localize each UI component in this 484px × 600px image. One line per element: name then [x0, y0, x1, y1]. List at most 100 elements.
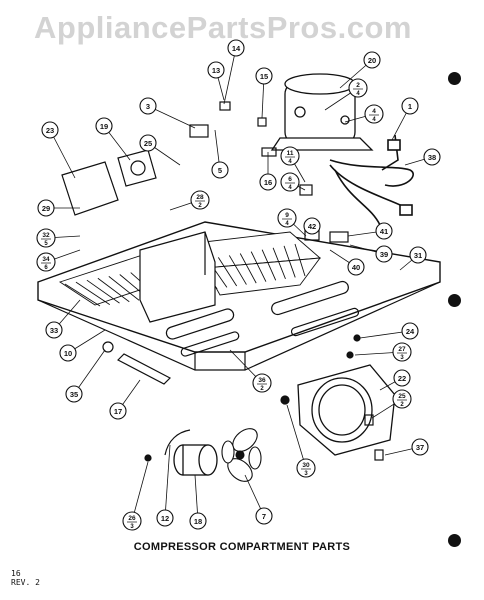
- baffle: [139, 231, 216, 323]
- callout-quantity: 2: [400, 402, 404, 408]
- callout-quantity: 4: [288, 185, 292, 191]
- callout-number: 13: [212, 66, 220, 75]
- fan-blade: [221, 428, 262, 482]
- callout-number: 41: [380, 227, 388, 236]
- leader-line: [164, 444, 171, 519]
- callout-circle: [156, 509, 174, 527]
- punch-hole: [448, 294, 461, 307]
- callout-quantity: 6: [44, 265, 48, 271]
- callout-24: 24: [401, 322, 419, 340]
- callout-34: 346: [36, 252, 56, 272]
- callout-15: 15: [255, 67, 273, 85]
- callout-29: 29: [37, 199, 55, 217]
- callout-circle: [36, 228, 56, 248]
- callout-circle: [59, 344, 77, 362]
- callout-circle: [139, 134, 157, 152]
- callout-11: 114: [280, 146, 300, 166]
- callout-number: 12: [161, 514, 169, 523]
- leader-line: [49, 129, 76, 179]
- callout-40: 40: [347, 258, 365, 276]
- callout-6: 64: [280, 172, 300, 192]
- callout-circle: [139, 97, 157, 115]
- callout-circle: [189, 512, 207, 530]
- leader-line: [73, 349, 106, 395]
- punch-hole: [448, 534, 461, 547]
- callout-circle: [303, 217, 321, 235]
- callout-number: 28: [196, 194, 204, 201]
- callout-number: 29: [42, 204, 50, 213]
- callout-number: 38: [428, 153, 436, 162]
- callout-39: 39: [375, 245, 393, 263]
- callout-circle: [363, 51, 381, 69]
- callout-number: 40: [352, 263, 360, 272]
- callout-32: 325: [36, 228, 56, 248]
- callout-circle: [348, 78, 368, 98]
- callout-number: 4: [372, 108, 376, 115]
- relay-bracket: [61, 149, 157, 216]
- callout-circle: [36, 252, 56, 272]
- callout-circle: [95, 117, 113, 135]
- callout-number: 16: [264, 178, 272, 187]
- callout-number: 35: [70, 390, 78, 399]
- callout-number: 3: [146, 102, 150, 111]
- callout-23: 23: [41, 121, 59, 139]
- callout-quantity: 3: [400, 355, 404, 361]
- callout-17: 17: [109, 402, 127, 420]
- callout-circle: [259, 173, 277, 191]
- leader-line: [147, 105, 196, 129]
- callout-circle: [392, 389, 412, 409]
- page-number: 16: [11, 569, 21, 578]
- callout-5: 5: [211, 161, 229, 179]
- callout-number: 24: [406, 327, 415, 336]
- callout-14: 14: [227, 39, 245, 57]
- callout-9: 94: [277, 208, 297, 228]
- compressor: [270, 73, 374, 151]
- callout-circle: [255, 507, 273, 525]
- callout-quantity: 4: [372, 117, 376, 123]
- callout-circle: [280, 172, 300, 192]
- wire-harness: [329, 134, 414, 226]
- callout-circle: [393, 369, 411, 387]
- callout-number: 34: [42, 256, 50, 263]
- callout-number: 42: [308, 222, 316, 231]
- callout-number: 39: [380, 250, 388, 259]
- callout-number: 7: [262, 512, 266, 521]
- callout-33: 33: [45, 321, 63, 339]
- callout-19: 19: [95, 117, 113, 135]
- callout-3: 3: [139, 97, 157, 115]
- callout-circle: [109, 402, 127, 420]
- callout-quantity: 3: [304, 471, 308, 477]
- revision-label: REV. 2: [11, 578, 40, 587]
- small-parts: [144, 101, 384, 462]
- callout-quantity: 3: [130, 524, 134, 530]
- callout-quantity: 4: [285, 221, 289, 227]
- leader-line: [286, 404, 307, 469]
- callout-38: 38: [423, 148, 441, 166]
- callout-number: 25: [144, 139, 152, 148]
- callout-circle: [280, 146, 300, 166]
- callout-number: 37: [416, 443, 424, 452]
- callout-number: 26: [128, 515, 136, 522]
- callout-number: 14: [232, 44, 241, 53]
- fan-shroud: [297, 364, 396, 456]
- callout-36: 362: [252, 373, 272, 393]
- callout-25: 252: [392, 389, 412, 409]
- callout-circle: [411, 438, 429, 456]
- callout-27: 273: [392, 342, 412, 362]
- leader-line: [131, 461, 149, 522]
- callout-42: 42: [303, 217, 321, 235]
- callout-circle: [45, 321, 63, 339]
- callout-quantity: 2: [198, 203, 202, 209]
- callout-quantity: 4: [288, 159, 292, 165]
- callout-circle: [423, 148, 441, 166]
- callout-number: 25: [398, 393, 406, 400]
- callout-circle: [347, 258, 365, 276]
- callout-number: 31: [414, 251, 422, 260]
- callout-number: 19: [100, 122, 108, 131]
- callout-circle: [252, 373, 272, 393]
- callout-circle: [207, 61, 225, 79]
- callout-28: 282: [190, 190, 210, 210]
- callout-35: 35: [65, 385, 83, 403]
- callout-number: 2: [356, 82, 360, 89]
